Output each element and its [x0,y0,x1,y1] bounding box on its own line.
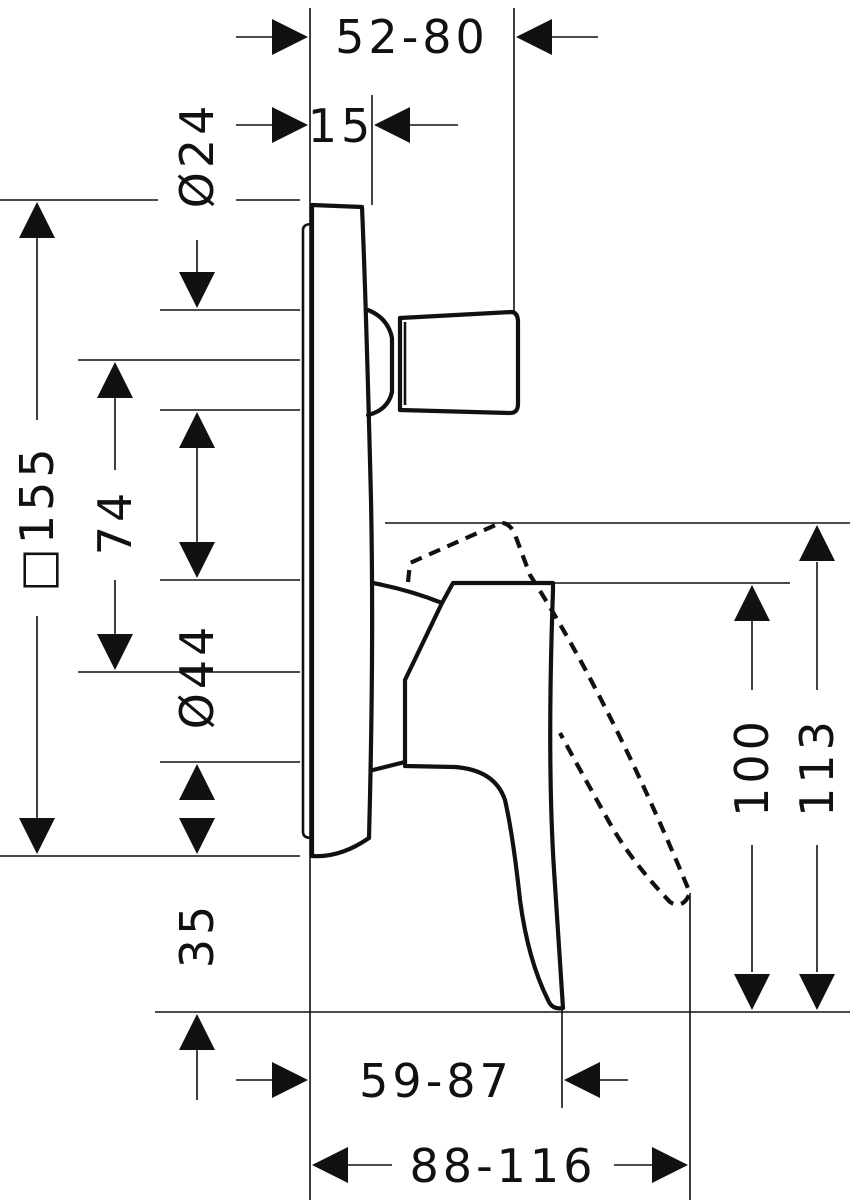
mixer-outline [301,202,693,1011]
lever-raised-position [405,520,693,907]
lever-handle [402,580,566,1011]
wall-plate [309,202,375,859]
dim-lever-height: 100 [725,717,779,817]
dim-bottom-offset: 35 [170,902,224,969]
dim-lever-projection: 59-87 [359,1054,513,1108]
diverter-connector [397,309,521,416]
dim-lever-height-raised: 113 [790,717,844,817]
dimension-lines [0,8,850,1200]
dim-lever-hub-diameter: Ø44 [170,623,224,730]
dim-lever-reach-raised: 88-116 [410,1139,597,1193]
dim-connector-diameter: Ø24 [170,102,224,209]
dim-top-width: 52-80 [335,10,489,64]
dim-plate-square: □155 [10,444,64,591]
dimension-labels: 52-80 15 Ø24 □155 74 Ø44 35 100 113 59-8… [10,10,844,1193]
lever-hub [370,580,445,606]
diverter-knob [365,307,395,418]
dim-connector-depth: 15 [308,99,375,153]
dimension-arrows [19,19,835,1183]
dim-outlet-spacing: 74 [88,489,142,556]
